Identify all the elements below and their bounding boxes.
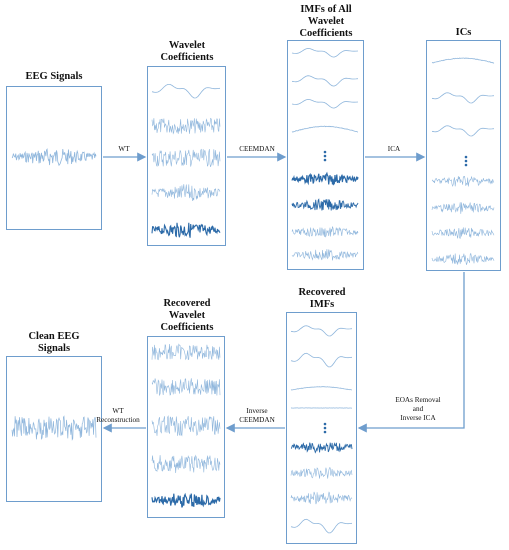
imf-6 (291, 198, 359, 211)
wavelet-coef-3 (151, 148, 221, 168)
ellipsis-dot (323, 422, 327, 426)
ic-2 (431, 92, 495, 104)
panel-wavelet-coefficients (147, 66, 226, 246)
rec-wavelet-2 (151, 378, 221, 397)
imf-1 (291, 47, 359, 58)
rec-imf-2 (290, 352, 353, 368)
clean-eeg-signal (11, 415, 97, 441)
wavelet-coef-2 (151, 117, 221, 135)
ic-6 (431, 227, 495, 239)
ellipsis-dot (464, 163, 468, 167)
ic-1 (431, 57, 495, 64)
wavelet-coef-1 (151, 84, 221, 99)
panel-ics (426, 40, 501, 271)
rec-imf-3 (290, 386, 352, 391)
imf-3 (291, 98, 359, 109)
rec-wavelet-3 (151, 415, 221, 437)
rec-wavelet-4 (151, 454, 221, 474)
wavelet-coef-4 (151, 184, 221, 202)
imf-7 (291, 226, 359, 238)
rec-imf-8 (290, 518, 353, 534)
imf-2 (291, 75, 359, 87)
wavelet-coef-5 (151, 222, 221, 238)
ellipsis-dot (323, 430, 327, 434)
rec-imf-6 (290, 467, 353, 479)
title-ics: ICs (455, 27, 472, 38)
ellipsis-dot (323, 150, 327, 154)
rec-imf-7 (290, 491, 353, 505)
ellipsis-dot (323, 426, 327, 430)
rec-imf-1 (290, 325, 353, 337)
ellipsis-dot (464, 159, 468, 163)
edge-label-ica: ICA (387, 145, 401, 153)
ellipsis-dot (323, 158, 327, 162)
ellipsis-dot (464, 155, 468, 159)
imf-8 (291, 249, 359, 261)
edge-label-wt: WT (118, 145, 130, 153)
ic-4 (431, 175, 495, 187)
ellipsis-dot (323, 154, 327, 158)
imf-4 (291, 125, 358, 133)
panel-recovered-imfs (286, 312, 357, 544)
ic-5 (431, 202, 495, 214)
edge-label-ceemdan: CEEMDAN (239, 145, 275, 153)
imf-5 (291, 171, 359, 186)
eeg-signal (11, 148, 97, 167)
rec-wavelet-1 (151, 343, 221, 361)
rec-imf-5 (290, 442, 353, 454)
arrow-eoas-removal (357, 272, 465, 433)
ic-3 (431, 125, 495, 137)
ic-7 (431, 252, 495, 265)
rec-wavelet-5 (151, 492, 221, 508)
title-eeg-signals: EEG Signals (25, 71, 83, 82)
